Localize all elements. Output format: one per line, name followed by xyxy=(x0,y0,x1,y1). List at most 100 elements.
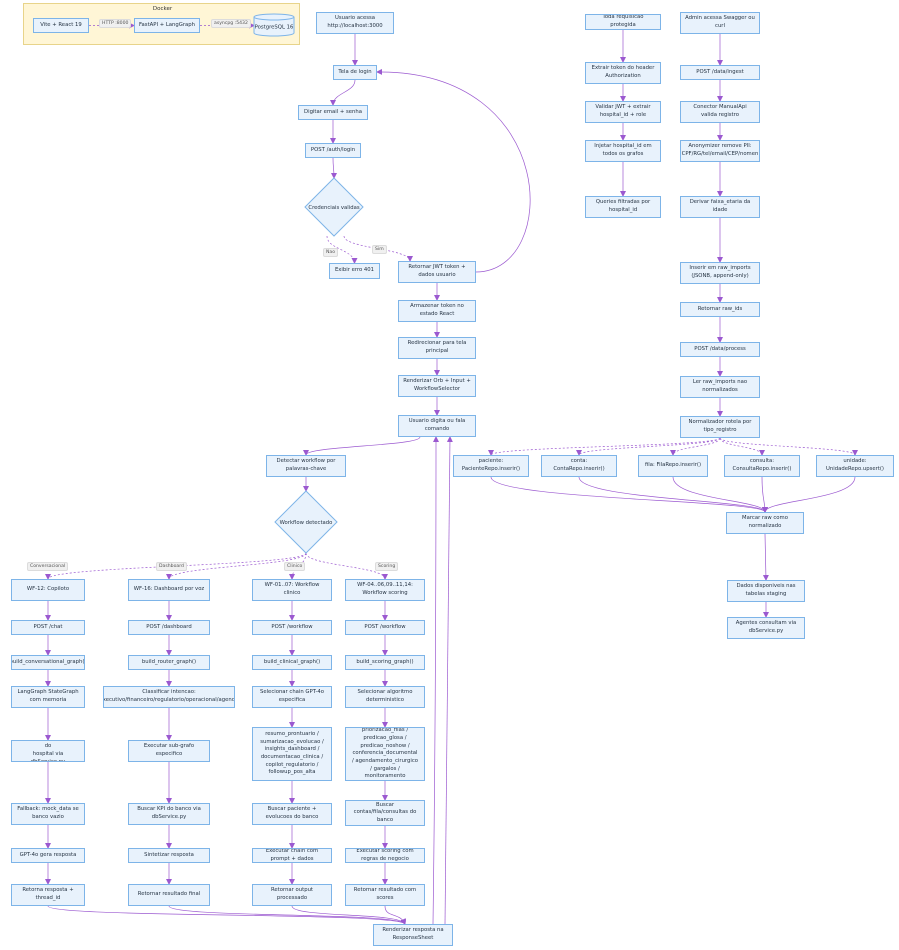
node-cred-dec-label: Credenciais validas xyxy=(308,205,359,211)
node-repo-1: conta: ContaRepo.inserir() xyxy=(541,455,617,477)
node-clinical-3: Selecionar chain GPT-4o especifica xyxy=(252,686,332,708)
node-sec-2: Validar JWT + extrair hospital_id + role xyxy=(585,101,661,123)
node-wf-dec: Workflow detectado xyxy=(274,490,338,554)
node-dashboard-5: Buscar KPI do banco via dbService.py xyxy=(128,803,210,825)
node-ing-3: Anonymizer remove PII: CPF/RG/tel/email/… xyxy=(680,140,760,162)
edge-repo-0-mark xyxy=(490,476,768,513)
node-login: Tela de login xyxy=(333,65,377,80)
node-clinical-7: Retornar output processado xyxy=(252,884,332,906)
node-sec-0: Toda requisicao protegida xyxy=(585,14,661,30)
node-ing-2: Conector ManualApi valida registro xyxy=(680,101,760,123)
node-conversational-0: WF-12: Copiloto xyxy=(11,579,85,601)
label-clinical: Clinico xyxy=(284,562,306,571)
node-clinical-5: Buscar paciente + evolucoes do banco xyxy=(252,803,332,825)
edge-clinical-to-sheet xyxy=(291,905,406,925)
edge-ing-9-repo-2 xyxy=(670,437,721,456)
node-return-jwt: Retornar JWT token + dados usuario xyxy=(398,261,476,283)
edge-layer xyxy=(45,22,858,925)
node-render-orb: Renderizar Orb + Input + WorkflowSelecto… xyxy=(398,375,476,397)
node-conversational-4: Agente busca contexto do hospital via db… xyxy=(11,740,85,762)
node-repo-3: consulta: ConsultaRepo.inserir() xyxy=(724,455,800,477)
node-clinical-2: build_clinical_graph() xyxy=(252,655,332,670)
edge-repo-4-mark xyxy=(762,476,856,513)
edge-wf-dec-scoring-0 xyxy=(305,552,388,580)
node-conversational-6: GPT-4o gera resposta xyxy=(11,848,85,863)
node-conversational-1: POST /chat xyxy=(11,620,85,635)
node-sec-3: Injetar hospital_id em todos os grafos xyxy=(585,140,661,162)
node-enter-cred: Digitar email + senha xyxy=(298,105,368,120)
edge-wf-dec-conversational-0 xyxy=(45,552,307,580)
node-mark-raw: Marcar raw como normalizado xyxy=(726,512,804,534)
node-detect-wf: Detectar workflow por palavras-chave xyxy=(266,455,346,477)
node-scoring-1: POST /workflow xyxy=(345,620,425,635)
edge-conversational-to-sheet xyxy=(47,905,406,925)
node-sec-1: Extrair token do header Authorization xyxy=(585,62,661,84)
node-ing-5: Inserir em raw_imports (JSONB, append-on… xyxy=(680,262,760,284)
edge-repo-1-mark xyxy=(578,476,768,513)
edge-label-asyncpg: asyncpg :5432 xyxy=(211,19,251,28)
label-dashboard: Dashboard xyxy=(156,562,187,571)
label-yes: Sim xyxy=(372,245,387,254)
node-ing-9: Normalizador rotela por tipo_registro xyxy=(680,416,760,438)
node-dashboard-7: Retornar resultado final xyxy=(128,884,210,906)
node-render-sheet: Renderizar resposta na ResponseSheet xyxy=(373,924,453,946)
node-conversational-2: build_conversational_graph() xyxy=(11,655,85,670)
node-dashboard-2: build_router_graph() xyxy=(128,655,210,670)
label-conversational: Conversacional xyxy=(27,562,69,571)
node-agents: Agentes consultam via dbService.py xyxy=(727,617,805,639)
edge-scoring-to-sheet xyxy=(384,905,406,925)
node-error-401: Exibir erro 401 xyxy=(329,263,380,279)
node-sec-4: Queries filtradas por hospital_id xyxy=(585,196,661,218)
node-conversational-3: LangGraph StateGraph com memoria xyxy=(11,686,85,708)
edge-cred-dec-error-401 xyxy=(326,235,358,264)
edge-ing-9-repo-1 xyxy=(576,437,721,456)
node-dashboard-3: Classificar intencao: executivo/financei… xyxy=(103,686,235,708)
node-scoring-7: Retornar resultado com scores xyxy=(345,884,425,906)
edge-mark-raw-staging xyxy=(762,533,769,581)
node-repo-2: fila: FilaRepo.inserir() xyxy=(638,455,708,477)
decision-layer: PostgreSQL 16 Credenciais validasWorkflow… xyxy=(253,13,364,554)
node-scoring-2: build_scoring_graph() xyxy=(345,655,425,670)
node-dk-db: PostgreSQL 16 xyxy=(253,13,295,37)
node-dashboard-6: Sintetizar resposta xyxy=(128,848,210,863)
node-post-login: POST /auth/login xyxy=(305,143,361,158)
node-conversational-5: Fallback: mock_data se banco vazio xyxy=(11,803,85,825)
edge-repo-2-mark xyxy=(672,476,768,513)
node-store-token: Armazenar token no estado React xyxy=(398,300,476,322)
node-scoring-0: WF-04..06,09..11,14: Workflow scoring xyxy=(345,579,425,601)
node-ing-6: Retornar raw_ids xyxy=(680,302,760,317)
edge-login-enter-cred xyxy=(330,79,356,106)
node-clinical-0: WF-01..07: Workflow clinico xyxy=(252,579,332,601)
edge-post-login-cred-dec xyxy=(330,157,337,179)
node-dk-back: FastAPI + LangGraph xyxy=(134,18,200,33)
node-clinical-6: Executar chain com prompt + dados xyxy=(252,848,332,863)
label-scoring: Scoring xyxy=(375,562,399,571)
node-user-types: Usuario digita ou fala comando xyxy=(398,415,476,437)
node-dashboard-1: POST /dashboard xyxy=(128,620,210,635)
edge-jwt-back-to-login xyxy=(376,68,531,273)
docker-title: Docker xyxy=(152,6,173,12)
node-wf-dec-label: Workflow detectado xyxy=(280,520,333,526)
node-cred-dec: Credenciais validas xyxy=(304,177,364,237)
node-scoring-6: Executar scoring com regras de negocio xyxy=(345,848,425,863)
node-dashboard-0: WF-16: Dashboard por voz xyxy=(128,579,210,601)
node-staging: Dados disponiveis nas tabelas staging xyxy=(727,580,805,602)
node-scoring-5: Buscar contas/fila/consultas do banco xyxy=(345,800,425,826)
node-dk-db-label: PostgreSQL 16 xyxy=(255,25,294,31)
node-conversational-7: Retorna resposta + thread_id xyxy=(11,884,85,906)
label-no: Nao xyxy=(323,248,339,257)
node-repo-0: paciente: PacienteRepo.inserir() xyxy=(453,455,529,477)
node-dashboard-4: Executar sub-grafo especifico xyxy=(128,740,210,762)
edge-dashboard-to-sheet xyxy=(168,905,406,925)
edge-user-types-detect-wf xyxy=(303,436,421,456)
node-user-access: Usuario acessa http://localhost:3000 xyxy=(316,12,394,34)
edge-ing-9-repo-3 xyxy=(719,437,765,456)
node-ing-7: POST /data/process xyxy=(680,342,760,357)
node-clinical-1: POST /workflow xyxy=(252,620,332,635)
node-ing-8: Ler raw_imports nao normalizados xyxy=(680,376,760,398)
edge-sheet-back-2 xyxy=(444,436,453,925)
edge-repo-3-mark xyxy=(761,476,768,513)
node-dk-front: Vite + React 19 xyxy=(33,18,89,33)
edge-label-http: HTTP :8000 xyxy=(99,19,132,28)
